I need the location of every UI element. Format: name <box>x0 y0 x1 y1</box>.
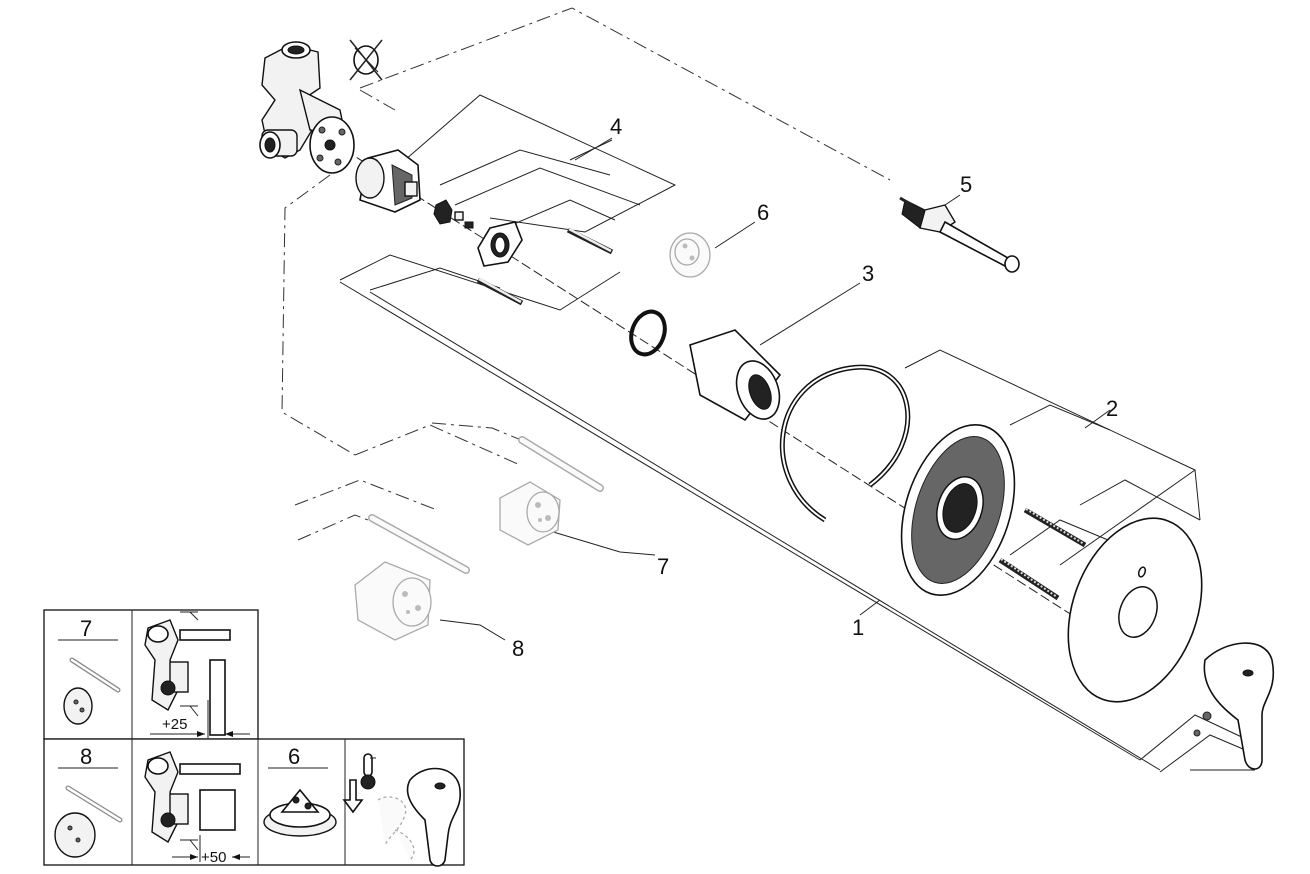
legend-6-label: 6 <box>288 744 300 769</box>
long-screws <box>476 227 614 306</box>
callout-7: 7 <box>657 554 669 579</box>
legend-8-dimension: +50 <box>201 849 226 866</box>
callout-8: 8 <box>512 636 524 661</box>
plate-screws <box>998 507 1087 601</box>
legend-7-label: 7 <box>80 616 92 641</box>
valve-body <box>259 41 355 174</box>
legend-panel: 7 +25 8 <box>43 609 465 867</box>
escutcheon <box>1067 517 1203 703</box>
legend-temperature-handle <box>342 753 461 867</box>
legend-7-dimension: +25 <box>162 716 187 733</box>
callouts: 4 5 6 3 2 7 1 8 <box>512 114 1118 661</box>
assembly-lines <box>281 7 1255 773</box>
callout-3: 3 <box>862 261 874 286</box>
mounting-plate <box>900 423 1016 597</box>
callout-4: 4 <box>610 114 622 139</box>
legend-8-install: +50 <box>144 751 250 866</box>
legend-7-install: +25 <box>144 611 250 738</box>
adapter-nut <box>433 199 474 229</box>
lever-handle <box>1193 642 1275 770</box>
legend-6-limit-stop <box>263 788 337 837</box>
mounting-flange <box>477 221 523 267</box>
callout-5: 5 <box>960 172 972 197</box>
not-included-icon <box>349 39 383 81</box>
o-ring <box>629 309 667 357</box>
sleeve <box>689 329 782 422</box>
cartridge <box>355 149 421 213</box>
temperature-limit-stop-ghost <box>669 232 711 278</box>
callout-1: 1 <box>852 615 864 640</box>
retaining-ring <box>780 364 911 523</box>
callout-6: 6 <box>757 200 769 225</box>
callout-2: 2 <box>1106 396 1118 421</box>
group-8-parts <box>354 514 470 641</box>
spindle-extension <box>899 196 1020 273</box>
legend-8-label: 8 <box>80 744 92 769</box>
group-7-parts <box>499 436 604 546</box>
